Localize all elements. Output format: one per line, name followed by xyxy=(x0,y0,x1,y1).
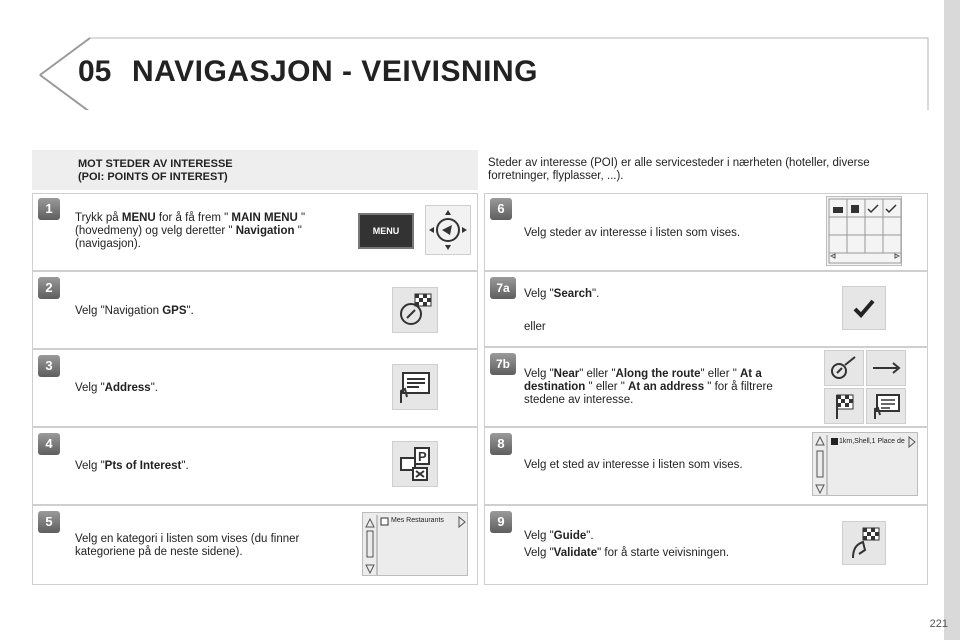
chapter-number: 05 xyxy=(78,55,112,88)
step-1-text: Trykk på MENU for å få frem " MAIN MENU … xyxy=(75,212,306,250)
poi-list-screen: 1km,Shell,1 Place de xyxy=(812,432,918,496)
category-list-label: Mes Restaurants xyxy=(391,517,444,524)
step-6-badge: 6 xyxy=(490,198,512,220)
near-icon xyxy=(824,350,864,386)
guide-icon xyxy=(842,521,886,565)
intro-box xyxy=(32,150,478,190)
step-9-badge: 9 xyxy=(490,511,512,533)
step-2-badge: 2 xyxy=(38,277,60,299)
step-7a-text: Velg "Search". xyxy=(524,288,600,300)
intro-title-line1: MOT STEDER AV INTERESSE xyxy=(78,158,233,170)
step-2-text: Velg "Navigation GPS". xyxy=(75,305,194,317)
step-4-text: Velg "Pts of Interest". xyxy=(75,460,189,472)
category-list-screen: Mes Restaurants xyxy=(362,512,468,576)
step-8-text: Velg et sted av interesse i listen som v… xyxy=(524,459,743,471)
step-7a-badge: 7a xyxy=(490,277,516,299)
step-3-badge: 3 xyxy=(38,355,60,377)
intro-title-line2: (POI: POINTS OF INTEREST) xyxy=(78,171,228,183)
poi-grid-screen xyxy=(826,196,902,266)
step-7a-or: eller xyxy=(524,321,546,333)
page-header: 05 NAVIGASJON - VEIVISNING xyxy=(0,0,960,110)
chapter-title: NAVIGASJON - VEIVISNING xyxy=(132,55,539,88)
svg-text:P: P xyxy=(418,449,427,464)
page-edge-bar xyxy=(944,0,960,640)
step-4-badge: 4 xyxy=(38,433,60,455)
navigation-gps-icon xyxy=(392,287,438,333)
intro-description: Steder av interesse (POI) er alle servic… xyxy=(488,157,870,182)
header-frame xyxy=(39,37,929,110)
step-9-text-validate: Velg "Validate" for å starte veivisninge… xyxy=(524,547,730,559)
poi-list-label: 1km,Shell,1 Place de xyxy=(839,438,905,445)
step-7b-badge: 7b xyxy=(490,353,516,375)
step-5-text: Velg en kategori i listen som vises (du … xyxy=(75,533,300,558)
at-destination-icon xyxy=(824,388,864,424)
intro-title: MOT STEDER AV INTERESSE (POI: POINTS OF … xyxy=(78,158,338,184)
points-of-interest-icon: P xyxy=(392,441,438,487)
step-9-text-guide: Velg "Guide". xyxy=(524,530,594,542)
step-8-badge: 8 xyxy=(490,433,512,455)
checkmark-icon xyxy=(842,286,886,330)
step-3-text: Velg "Address". xyxy=(75,382,158,394)
step-6-text: Velg steder av interesse i listen som vi… xyxy=(524,227,741,239)
step-1-badge: 1 xyxy=(38,198,60,220)
menu-button-image: MENU xyxy=(358,213,414,249)
page-number: 221 xyxy=(929,618,948,630)
along-route-icon xyxy=(866,350,906,386)
at-address-icon xyxy=(866,388,906,424)
address-icon xyxy=(392,364,438,410)
step-5-badge: 5 xyxy=(38,511,60,533)
dial-knob-icon xyxy=(425,205,471,255)
step-7b-text: Velg "Near" eller "Along the route" elle… xyxy=(524,368,773,406)
